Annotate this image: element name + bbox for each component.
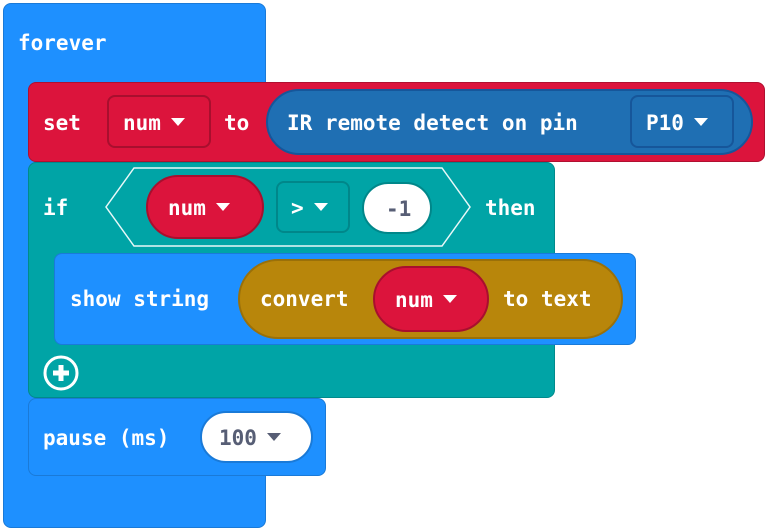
pin-dropdown-label: P10 bbox=[646, 111, 684, 135]
then-label: then bbox=[485, 196, 536, 220]
pause-duration-dropdown[interactable]: 100 bbox=[200, 411, 313, 463]
chevron-down-icon bbox=[313, 203, 328, 211]
num-reporter-label: num bbox=[395, 288, 433, 312]
operator-dropdown[interactable]: > bbox=[276, 181, 350, 233]
num-variable-reporter[interactable]: num bbox=[373, 266, 489, 332]
number-input[interactable]: -1 bbox=[362, 182, 432, 234]
ir-remote-label: IR remote detect on pin bbox=[287, 111, 578, 135]
pause-duration-value: 100 bbox=[219, 426, 257, 450]
pause-label: pause (ms) bbox=[43, 426, 170, 450]
chevron-down-icon bbox=[442, 295, 457, 303]
chevron-down-icon bbox=[215, 203, 230, 211]
num-variable-reporter[interactable]: num bbox=[146, 175, 264, 239]
chevron-down-icon bbox=[266, 433, 281, 441]
add-icon[interactable] bbox=[42, 354, 80, 392]
operator-label: > bbox=[291, 196, 304, 220]
to-label: to bbox=[224, 111, 250, 135]
chevron-down-icon bbox=[693, 118, 708, 126]
set-label: set bbox=[43, 111, 81, 135]
forever-label: forever bbox=[18, 31, 107, 55]
number-input-value: -1 bbox=[386, 197, 412, 221]
show-string-label: show string bbox=[70, 287, 210, 311]
variable-dropdown-label: num bbox=[123, 111, 161, 135]
to-text-label: to text bbox=[503, 287, 592, 311]
chevron-down-icon bbox=[170, 118, 185, 126]
pin-dropdown[interactable]: P10 bbox=[630, 95, 734, 148]
if-label: if bbox=[43, 196, 69, 220]
convert-label: convert bbox=[260, 287, 349, 311]
variable-dropdown[interactable]: num bbox=[107, 95, 211, 148]
num-reporter-label: num bbox=[168, 196, 206, 220]
